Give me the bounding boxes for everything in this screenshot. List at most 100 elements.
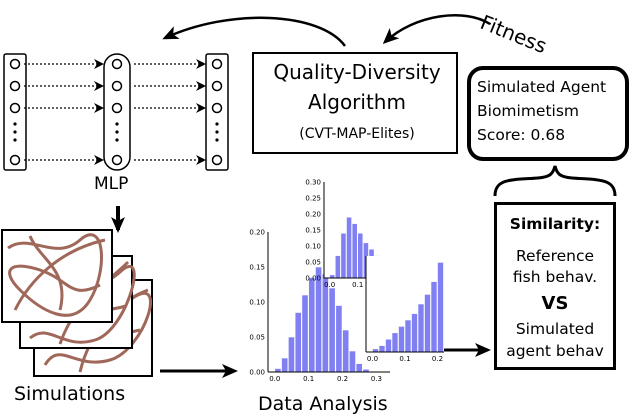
- histogram-bar: [315, 266, 322, 373]
- mlp-neurons: [9, 58, 223, 166]
- mlp-neuron: [9, 58, 21, 70]
- histogram-bar: [340, 232, 347, 279]
- histogram-bar: [308, 277, 316, 373]
- mlp-ellipsis-dot: [115, 122, 119, 126]
- histogram-bar: [334, 255, 341, 279]
- histogram-bar: [404, 319, 412, 353]
- qd-title-line1: Quality-Diversity: [273, 60, 441, 84]
- histogram-bar: [385, 338, 392, 353]
- mlp-input-layer: [3, 53, 27, 171]
- mlp-neuron: [111, 80, 123, 92]
- arrow-qd-to-mlp: [162, 16, 347, 47]
- mlp-ellipsis-dot: [215, 122, 219, 126]
- mlp-neuron: [111, 102, 123, 114]
- qd-subtitle: (CVT-MAP-Elites): [299, 126, 415, 142]
- histogram-x-tick-label: 0.2: [432, 355, 443, 363]
- histogram-bar: [424, 294, 431, 353]
- score-value: Score: 0.68: [477, 126, 566, 144]
- mlp-ellipsis-dot: [13, 138, 17, 142]
- mlp-neuron: [9, 154, 21, 166]
- reference-line1: Reference: [515, 247, 595, 265]
- mlp-ellipsis-dot: [215, 130, 219, 134]
- score-line2: Biomimetism: [477, 102, 580, 120]
- histogram-bar: [378, 345, 386, 353]
- histogram-bar: [342, 329, 350, 373]
- histogram-bar: [294, 312, 302, 373]
- histogram-bar: [357, 232, 364, 279]
- mlp-label: MLP: [94, 174, 129, 194]
- histogram-inset-right: 0.0 0.1 0.2: [365, 256, 444, 363]
- versus-label: VS: [541, 293, 569, 314]
- histogram-bar: [430, 281, 438, 353]
- arrow-score-to-qd: [382, 14, 491, 45]
- simulation-panel-1: [1, 229, 113, 323]
- histogram-y-tick-label: 0.15: [249, 264, 265, 272]
- qd-title-line2: Algorithm: [308, 90, 406, 114]
- mlp-ellipsis-dot: [215, 138, 219, 142]
- histogram-y-tick-label: 0.10: [249, 299, 265, 307]
- mlp-output-layer: [205, 53, 229, 171]
- mlp-neuron: [9, 102, 21, 114]
- histogram-y-tick-label: 0.20: [305, 211, 321, 219]
- histogram-x-tick-label: 0.2: [337, 375, 348, 383]
- similarity-title: Similarity:: [509, 215, 601, 233]
- histogram-bar: [355, 363, 363, 373]
- mlp-network: [3, 53, 229, 171]
- histogram-x-tick-label: 0.0: [324, 281, 335, 289]
- histogram-y-tick-label: 0.25: [305, 195, 321, 203]
- mlp-neuron: [111, 58, 123, 70]
- mlp-connections: [24, 59, 206, 165]
- data-analysis-label: Data Analysis: [258, 393, 388, 415]
- histogram-bar: [274, 368, 282, 373]
- histogram-bar: [417, 303, 425, 353]
- simulated-line1: Simulated: [515, 320, 595, 338]
- histogram-bar: [281, 357, 289, 373]
- histogram-x-tick-label: 0.1: [352, 281, 363, 289]
- histogram-y-tick-label: 0.05: [249, 334, 265, 342]
- histogram-bar: [398, 326, 405, 353]
- histogram-bar: [411, 313, 418, 353]
- simulations-label: Simulations: [14, 383, 126, 405]
- histogram-bar: [437, 262, 444, 353]
- histogram-bar: [351, 223, 358, 279]
- histogram-bar: [391, 332, 399, 353]
- mlp-neuron: [211, 102, 223, 114]
- histogram-y-tick-label: 0.10: [305, 243, 321, 251]
- reference-line2: fish behav.: [512, 268, 598, 286]
- score-line1: Simulated Agent: [477, 78, 607, 96]
- histogram-x-tick-label: 0.0: [367, 355, 378, 363]
- histogram-y-tick-label: 0.30: [305, 179, 321, 187]
- similarity-box: Similarity: Reference fish behav. VS Sim…: [494, 202, 616, 370]
- histogram-bar: [328, 287, 336, 373]
- mlp-ellipsis-dot: [13, 130, 17, 134]
- mlp-hidden-layer: [103, 53, 131, 171]
- mlp-ellipsis-dot: [115, 130, 119, 134]
- mlp-ellipsis-dot: [13, 122, 17, 126]
- histogram-bar: [349, 350, 356, 373]
- histogram-x-tick-label: 0.0: [269, 375, 280, 383]
- mlp-neuron: [9, 80, 21, 92]
- histogram-y-tick-label: 0.00: [305, 275, 321, 283]
- histogram-y-tick-label: 0.20: [249, 229, 265, 237]
- mlp-ellipsis-dot: [115, 138, 119, 142]
- histogram-bar: [335, 305, 343, 373]
- histogram-x-tick-label: 0.1: [303, 375, 314, 383]
- histogram-bar: [346, 216, 352, 279]
- biomimetism-score-box: Simulated Agent Biomimetism Score: 0.68: [467, 66, 629, 161]
- mlp-neuron: [211, 80, 223, 92]
- histogram-bar: [301, 294, 309, 373]
- histogram-y-tick-label: 0.15: [305, 227, 321, 235]
- qd-algorithm-box: Quality-Diversity Algorithm (CVT-MAP-Eli…: [252, 52, 458, 154]
- histogram-x-tick-label: 0.3: [371, 375, 382, 383]
- mlp-neuron: [111, 154, 123, 166]
- histogram-bar: [288, 336, 295, 373]
- curly-brace: [493, 165, 617, 197]
- simulated-line2: agent behav: [506, 342, 604, 360]
- histogram-y-tick-label: 0.00: [249, 369, 265, 377]
- mlp-neuron: [211, 154, 223, 166]
- histogram-y-tick-label: 0.05: [305, 259, 321, 267]
- histogram-x-tick-label: 0.1: [399, 355, 410, 363]
- mlp-neuron: [211, 58, 223, 70]
